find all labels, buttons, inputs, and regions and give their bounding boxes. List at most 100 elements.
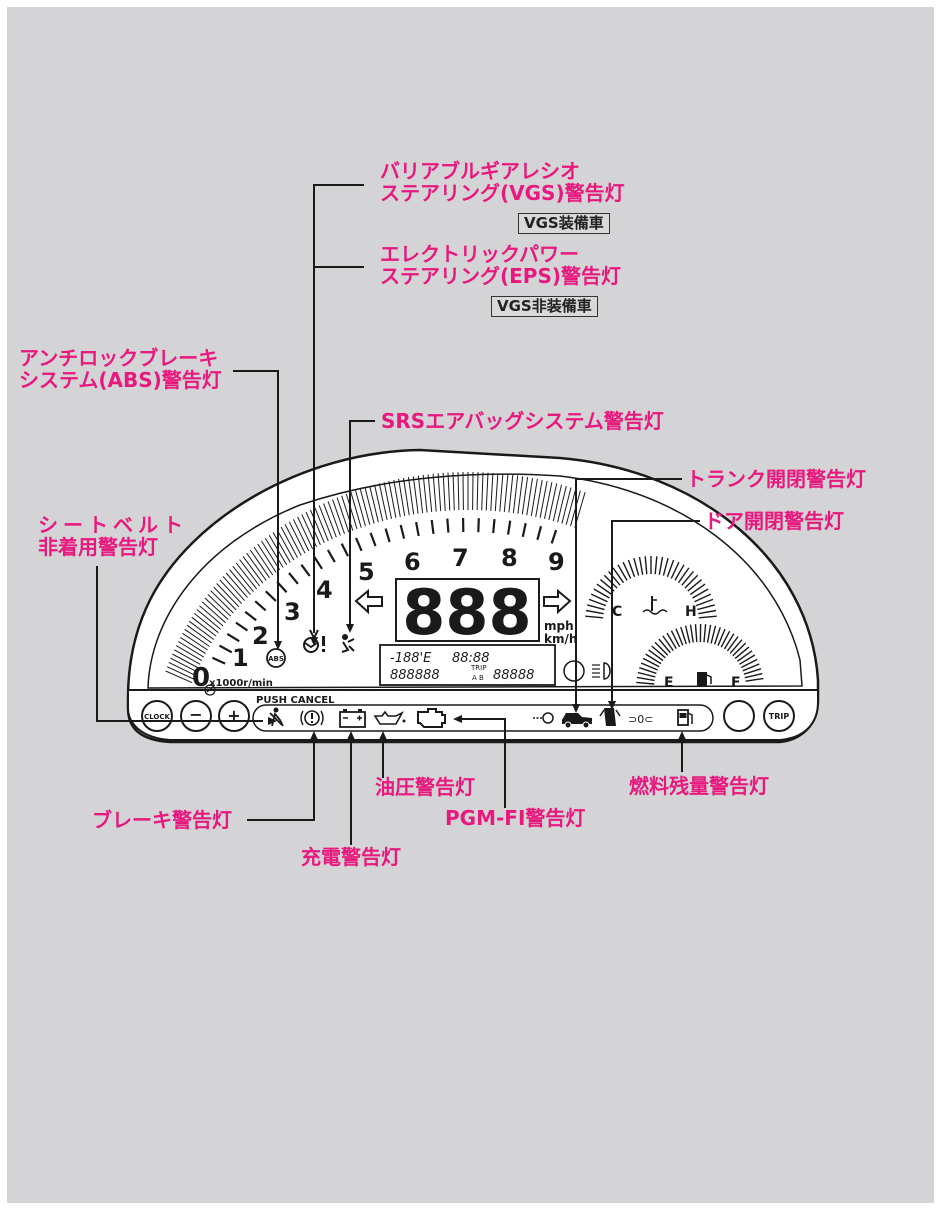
coolant-temperature-icon [642, 596, 668, 615]
tach-band-segment [452, 472, 455, 511]
gauge-segment [697, 604, 715, 611]
tach-band-segment [535, 479, 543, 517]
tach-tick [446, 518, 450, 533]
indicator-light [563, 660, 585, 682]
gauge-segment [684, 625, 691, 644]
tach-number-2: 2 [252, 622, 269, 650]
trunk-callout: トランク開閉警告灯 [686, 467, 866, 491]
speed-display-frame [395, 578, 540, 642]
tach-band-segment [350, 492, 362, 528]
fuel-callout: 燃料残量警告灯 [629, 774, 769, 798]
gauge-segment [713, 627, 721, 645]
tach-tick [326, 549, 336, 563]
oil-pressure-callout: 油圧警告灯 [375, 775, 475, 799]
blank-button[interactable] [723, 700, 755, 732]
tach-band-segment [239, 559, 261, 587]
position-light-icon: ⊃0⊂ [628, 713, 653, 726]
gauge-segment [689, 624, 694, 643]
tach-band-segment [447, 472, 451, 511]
tach-tick [430, 519, 435, 535]
dimmer-icon [204, 684, 216, 696]
abs-callout-line2: システム(ABS)警告灯 [19, 368, 222, 392]
tach-tick [235, 621, 249, 632]
gauge-segment [587, 604, 605, 611]
clock-button[interactable] [141, 700, 173, 732]
lcd-trip-ab: A B [472, 674, 484, 682]
vgs-callout-line2: ステアリング(VGS)警告灯 [380, 181, 625, 205]
seatbelt-callout: シートベルト 非着用警告灯 [38, 514, 188, 558]
tach-band-segment [186, 624, 212, 644]
tach-band-segment [539, 480, 548, 518]
low-fuel-icon [677, 709, 693, 726]
tach-band-segment [383, 482, 392, 519]
tach-band-segment [432, 473, 437, 512]
tach-band-segment [216, 583, 240, 608]
tach-band-segment [229, 569, 251, 596]
gauge-segment [639, 667, 657, 675]
oil-pressure-icon [373, 710, 406, 725]
tach-band-segment [565, 488, 577, 525]
gauge-segment [637, 671, 656, 678]
tach-band-segment [246, 552, 267, 581]
trip-button[interactable] [763, 700, 795, 732]
tach-number-8: 8 [501, 544, 518, 572]
gauge-segment [720, 630, 731, 648]
tach-tick [340, 543, 349, 557]
vgs-callout: バリアブルギアレシオ ステアリング(VGS)警告灯 [380, 160, 625, 204]
tach-band-segment [204, 597, 229, 620]
door-callout: ドア開閉警告灯 [704, 509, 844, 533]
gauge-segment [729, 639, 743, 654]
tach-tick [399, 524, 406, 539]
tach-band-segment [359, 488, 371, 525]
svg-text:⊃0⊂: ⊃0⊂ [628, 713, 653, 726]
abs-badge-text: ABS [268, 655, 284, 663]
tach-band-segment [374, 484, 384, 522]
gauge-segment [717, 628, 726, 646]
tach-band-segment [170, 657, 197, 673]
tach-band-segment [530, 478, 538, 517]
abs-warning-icon [266, 648, 286, 668]
temperature-gauge [585, 556, 717, 619]
gauge-segment [694, 593, 712, 603]
gauge-segment [585, 615, 604, 619]
minus-button[interactable] [180, 700, 212, 732]
tach-band-segment [318, 505, 333, 540]
tach-tick [288, 572, 299, 585]
tach-tick [313, 556, 323, 570]
tach-band-segment [494, 473, 499, 512]
tach-band-segment [476, 472, 479, 511]
tach-tick [244, 610, 257, 622]
tach-band-segment [189, 620, 215, 641]
tach-band-segment [249, 549, 270, 579]
brake-warning-icon [300, 710, 324, 726]
tach-band-segment [457, 472, 460, 511]
tach-band-segment [336, 497, 350, 533]
gauge-segment [642, 657, 660, 668]
gauge-segment [596, 583, 613, 596]
gauge-segment [698, 609, 717, 615]
airbag-warning-icon [341, 634, 355, 653]
tach-band-segment [561, 487, 572, 524]
gauge-segment [736, 650, 753, 662]
turn-signal-left-icon [354, 588, 383, 615]
tach-tick [300, 564, 311, 577]
tach-band-segment [481, 472, 484, 511]
gauge-segment [640, 662, 658, 671]
tach-band-segment [284, 524, 302, 556]
tach-band-segment [165, 670, 193, 684]
lcd-temperature: -188'E [390, 651, 432, 666]
tach-number-4: 4 [316, 576, 333, 604]
plus-button-label: + [227, 706, 240, 725]
tach-band-segment [393, 479, 401, 517]
tach-tick [218, 644, 233, 654]
tachometer-numbers: 0 x1000r/min 1 2 3 4 5 6 7 8 9 [192, 544, 565, 693]
gauge-segment [745, 677, 764, 682]
tach-band-segment [166, 666, 194, 680]
gauge-segment [666, 632, 677, 649]
gauge-segment [680, 626, 687, 645]
plus-button[interactable] [218, 700, 250, 732]
tach-band-segment [526, 477, 533, 516]
tach-band-segment [412, 476, 419, 514]
tach-band-segment [297, 516, 314, 550]
gauge-segment [662, 635, 674, 652]
